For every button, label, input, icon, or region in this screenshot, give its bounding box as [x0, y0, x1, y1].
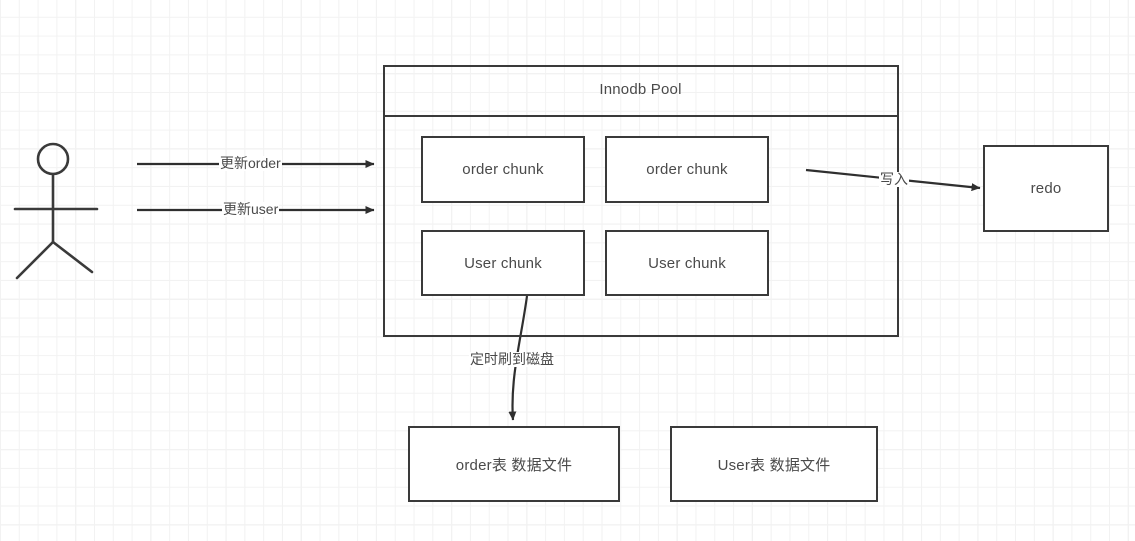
actor-leg-right: [51, 240, 94, 274]
chunk-order-1[interactable]: order chunk: [421, 136, 585, 203]
chunk-label: User chunk: [464, 254, 542, 272]
actor-head-icon: [36, 142, 70, 176]
chunk-label: User chunk: [648, 254, 726, 272]
edge-label-update-order: 更新order: [219, 155, 282, 172]
user-data-file-box[interactable]: User表 数据文件: [670, 426, 878, 502]
edge-label-write-redo: 写入: [879, 171, 909, 188]
edge-label-update-user: 更新user: [222, 201, 280, 218]
user-actor-figure: [13, 142, 99, 280]
data-file-label: User表 数据文件: [717, 456, 831, 474]
innodb-pool-title: Innodb Pool: [599, 81, 682, 98]
data-file-label: order表 数据文件: [455, 456, 573, 474]
redo-label: redo: [1030, 180, 1062, 197]
chunk-user-1[interactable]: User chunk: [421, 230, 585, 296]
chunk-user-2[interactable]: User chunk: [605, 230, 769, 296]
chunk-label: order chunk: [462, 161, 544, 178]
redo-log-box[interactable]: redo: [983, 145, 1109, 232]
chunk-order-2[interactable]: order chunk: [605, 136, 769, 203]
order-data-file-box[interactable]: order表 数据文件: [408, 426, 620, 502]
chunk-label: order chunk: [646, 161, 728, 178]
innodb-pool-header: Innodb Pool: [382, 65, 899, 117]
actor-leg-left: [15, 240, 55, 280]
edge-label-flush-to-disk: 定时刷到磁盘: [469, 351, 555, 368]
innodb-pool-container[interactable]: Innodb Pool: [382, 65, 899, 337]
